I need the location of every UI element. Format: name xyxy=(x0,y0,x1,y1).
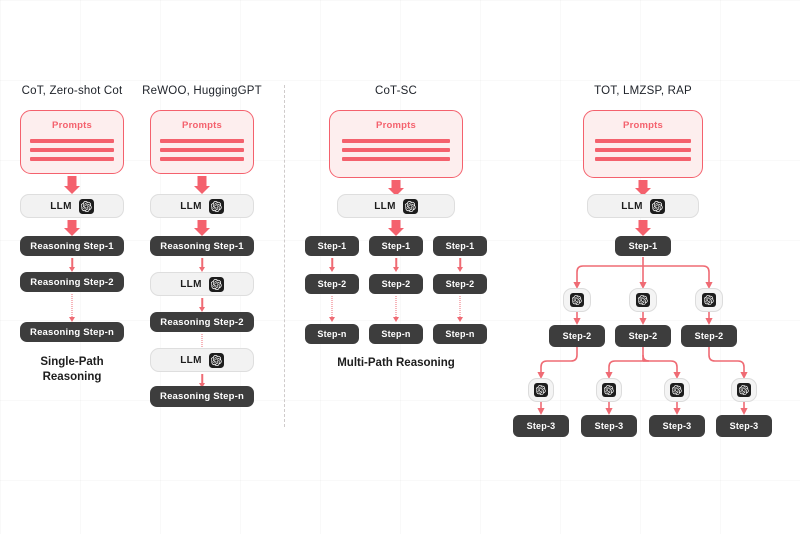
step-box-cot-2: Reasoning Step-2 xyxy=(20,272,124,292)
step-box-tot-l2-3: Step-2 xyxy=(681,325,737,347)
step-box-cotsc-p1-1: Step-1 xyxy=(305,236,359,256)
prompt-lines xyxy=(341,139,451,161)
column-title-tot: TOT, LMZSP, RAP xyxy=(594,85,692,97)
step-box-cotsc-p3-1: Step-1 xyxy=(433,236,487,256)
llm-chip-tot-l3-3 xyxy=(664,378,690,402)
llm-box-rewoo-2: LLM xyxy=(150,272,254,296)
footer-multi-path: Multi-Path Reasoning xyxy=(337,357,455,369)
llm-label: LLM xyxy=(50,200,72,212)
step-box-cotsc-p2-1: Step-1 xyxy=(369,236,423,256)
step-box-cotsc-p3-2: Step-2 xyxy=(433,274,487,294)
openai-icon xyxy=(208,198,224,214)
llm-label: LLM xyxy=(374,200,396,212)
llm-box-cotsc: LLM xyxy=(337,194,455,218)
step-box-tot-l3-4: Step-3 xyxy=(716,415,772,437)
openai-icon xyxy=(649,198,665,214)
column-title-rewoo: ReWOO, HuggingGPT xyxy=(142,85,262,97)
step-box-cot-n: Reasoning Step-n xyxy=(20,322,124,342)
llm-box-rewoo-1: LLM xyxy=(150,194,254,218)
step-box-tot-l3-2: Step-3 xyxy=(581,415,637,437)
column-title-cot: CoT, Zero-shot Cot xyxy=(21,85,123,97)
footer-single-path: Single-Path Reasoning xyxy=(40,356,104,383)
llm-chip-tot-l3-4 xyxy=(731,378,757,402)
llm-label: LLM xyxy=(621,200,643,212)
step-box-cotsc-p2-n: Step-n xyxy=(369,324,423,344)
llm-chip-tot-l3-2 xyxy=(596,378,622,402)
openai-icon xyxy=(670,383,684,397)
llm-chip-tot-l3-1 xyxy=(528,378,554,402)
llm-chip-tot-l2-1 xyxy=(563,288,591,312)
llm-chip-tot-l2-3 xyxy=(695,288,723,312)
step-box-tot-root: Step-1 xyxy=(615,236,671,256)
prompt-lines xyxy=(594,139,692,161)
prompts-box-cot: Prompts xyxy=(20,110,124,174)
prompt-lines xyxy=(30,139,114,161)
openai-icon xyxy=(602,383,616,397)
llm-chip-tot-l2-2 xyxy=(629,288,657,312)
llm-box-rewoo-3: LLM xyxy=(150,348,254,372)
step-box-tot-l3-1: Step-3 xyxy=(513,415,569,437)
prompts-box-tot: Prompts xyxy=(583,110,703,178)
prompts-label: Prompts xyxy=(623,120,663,131)
step-box-cot-1: Reasoning Step-1 xyxy=(20,236,124,256)
prompts-box-rewoo: Prompts xyxy=(150,110,254,174)
llm-label: LLM xyxy=(180,200,202,212)
openai-icon xyxy=(402,198,418,214)
openai-icon xyxy=(208,352,224,368)
step-box-rewoo-1: Reasoning Step-1 xyxy=(150,236,254,256)
prompts-label: Prompts xyxy=(182,120,222,131)
step-box-cotsc-p1-2: Step-2 xyxy=(305,274,359,294)
step-box-rewoo-n: Reasoning Step-n xyxy=(150,386,254,407)
prompts-label: Prompts xyxy=(52,120,92,131)
openai-icon xyxy=(78,198,94,214)
prompts-box-cotsc: Prompts xyxy=(329,110,463,178)
openai-icon xyxy=(208,276,224,292)
openai-icon xyxy=(570,293,584,307)
step-box-cotsc-p2-2: Step-2 xyxy=(369,274,423,294)
openai-icon xyxy=(636,293,650,307)
prompts-label: Prompts xyxy=(376,120,416,131)
step-box-cotsc-p3-n: Step-n xyxy=(433,324,487,344)
openai-icon xyxy=(737,383,751,397)
openai-icon xyxy=(702,293,716,307)
openai-icon xyxy=(534,383,548,397)
llm-label: LLM xyxy=(180,354,202,366)
section-divider xyxy=(284,85,285,427)
step-box-cotsc-p1-n: Step-n xyxy=(305,324,359,344)
llm-box-cot: LLM xyxy=(20,194,124,218)
llm-box-tot: LLM xyxy=(587,194,699,218)
step-box-tot-l2-2: Step-2 xyxy=(615,325,671,347)
column-title-cotsc: CoT-SC xyxy=(374,85,418,97)
llm-label: LLM xyxy=(180,278,202,290)
prompt-lines xyxy=(160,139,244,161)
step-box-tot-l2-1: Step-2 xyxy=(549,325,605,347)
step-box-rewoo-2: Reasoning Step-2 xyxy=(150,312,254,332)
step-box-tot-l3-3: Step-3 xyxy=(649,415,705,437)
